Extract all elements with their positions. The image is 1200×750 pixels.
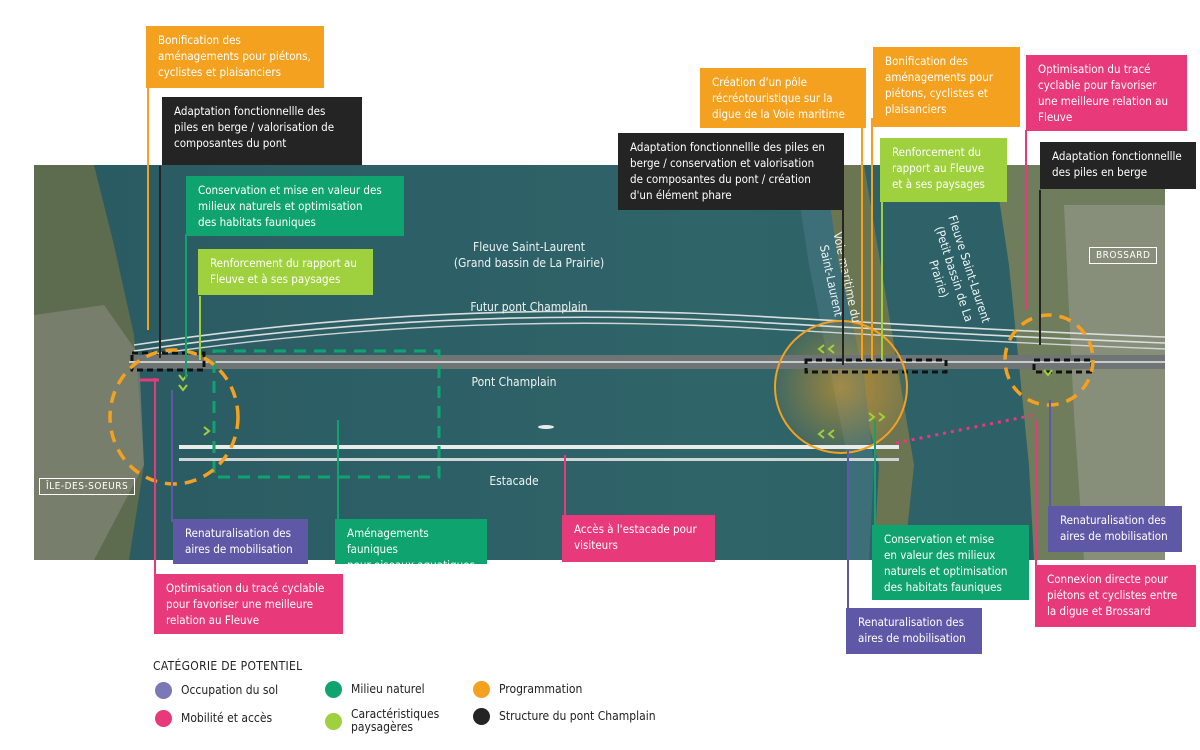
callout-c15: Conservation et mise en valeur des milie… — [872, 525, 1029, 600]
legend-item-programmation: Programmation — [473, 679, 582, 699]
legend-label-mobilite: Mobilité et accès — [181, 710, 273, 725]
estacade-line-2 — [179, 458, 899, 461]
callout-c9: Optimisation du tracé cyclable pour favo… — [1026, 55, 1187, 131]
callout-c5: Création d'un pôle récréotouristique sur… — [700, 68, 866, 128]
legend-item-structure: Structure du pont Champlain — [473, 706, 656, 726]
champlain-bridge-lane — [129, 361, 1165, 363]
milieu-swatch-icon — [325, 680, 342, 698]
legend-title: CATÉGORIE DE POTENTIEL — [153, 659, 303, 673]
mobilite-swatch-icon — [155, 709, 172, 727]
callout-c18: Connexion directe pour piétons et cyclis… — [1035, 565, 1196, 627]
boat — [538, 425, 554, 429]
callout-c4: Renforcement du rapport au Fleuve et à s… — [198, 249, 373, 295]
paysage-swatch-icon — [325, 712, 342, 730]
legend-item-mobilite: Mobilité et accès — [155, 708, 272, 728]
legend-label-programmation: Programmation — [499, 681, 583, 696]
legend-item-paysage: Caractéristiques paysagères — [325, 708, 439, 734]
map-base — [34, 165, 1165, 560]
paysage-chevrons-6 — [1043, 369, 1053, 377]
future-bridge-label: Futur pont Champlain — [470, 300, 588, 314]
future-bridge-line-3 — [133, 322, 1165, 358]
legend-label-occupation: Occupation du sol — [181, 682, 279, 697]
paysage-chevrons-5 — [203, 426, 211, 436]
paysage-chevrons-2 — [817, 429, 835, 439]
legend-label-milieu: Milieu naturel — [351, 681, 425, 696]
structure-zone-west — [130, 351, 206, 372]
callout-c7: Bonification des aménagements pour piéto… — [873, 47, 1020, 127]
legend-item-milieu: Milieu naturel — [325, 679, 425, 699]
occupation-swatch-icon — [155, 681, 172, 699]
bridge-label: Pont Champlain — [471, 375, 557, 389]
east-place-label: BROSSARD — [1089, 247, 1158, 264]
aerial-map[interactable]: Fleuve Saint-Laurent (Grand bassin de La… — [34, 165, 1165, 560]
programmation-swatch-icon — [473, 680, 490, 698]
west-place-label: ÎLE-DES-SOEURS — [39, 478, 136, 495]
legend-label-paysage: Caractéristiques paysagères — [351, 707, 440, 734]
programmation-zone-dike — [774, 320, 908, 454]
estacade-line — [179, 445, 899, 449]
west-urban — [34, 305, 144, 560]
legend-item-occupation: Occupation du sol — [155, 680, 278, 700]
future-bridge-line-1 — [133, 310, 1165, 346]
callout-c6: Adaptation fonctionnellle des piles en b… — [618, 133, 844, 210]
callout-c14: Optimisation du tracé cyclable pour favo… — [154, 574, 343, 634]
callout-c12: Aménagements fauniques pour oiseaux aqua… — [335, 519, 487, 572]
callout-c2: Adaptation fonctionnellle des piles en b… — [162, 97, 362, 165]
estacade-label: Estacade — [489, 474, 539, 488]
callout-c10: Adaptation fonctionnellle des piles en b… — [1040, 142, 1196, 189]
callout-c1: Bonification des aménagements pour piéto… — [146, 26, 324, 88]
callout-c17: Renaturalisation des aires de mobilisati… — [1048, 506, 1182, 552]
paysage-chevrons-1 — [817, 344, 835, 354]
callout-c13: Accès à l'estacade pour visiteurs — [562, 515, 715, 562]
callout-c8: Renforcement du rapport au Fleuve et à s… — [880, 138, 1007, 202]
callout-c3: Conservation et mise en valeur des milie… — [186, 176, 404, 236]
legend-label-structure: Structure du pont Champlain — [499, 708, 656, 723]
callout-c11: Renaturalisation des aires de mobilisati… — [173, 519, 308, 564]
callout-c16: Renaturalisation des aires de mobilisati… — [846, 608, 982, 654]
wildlife-zone — [212, 349, 441, 479]
paysage-chevrons-3 — [868, 412, 886, 422]
future-bridge-line-2 — [133, 316, 1165, 352]
main-river-label: Fleuve Saint-Laurent (Grand bassin de La… — [453, 240, 605, 270]
structure-swatch-icon — [473, 707, 490, 725]
east-urban — [1064, 205, 1165, 560]
structure-zone-dike — [804, 358, 948, 374]
programmation-zone-west — [108, 348, 240, 486]
